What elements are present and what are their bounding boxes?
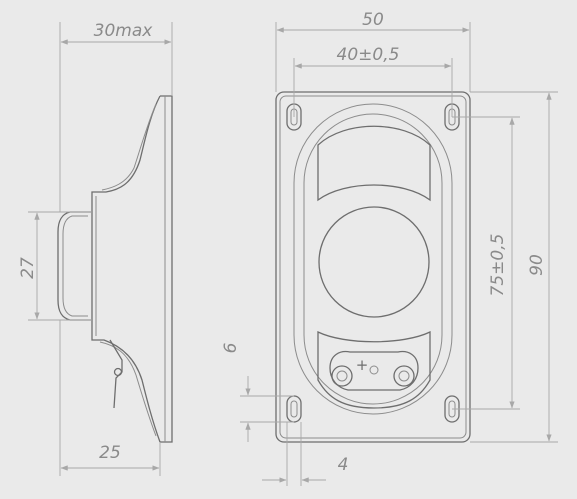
side-view: 30max 27 25 [18, 21, 173, 476]
front-oval-outer [293, 103, 453, 415]
front-top-window [317, 125, 431, 202]
dim-hole-spacing-vertical: 75±0,5 [488, 234, 508, 297]
side-view-basket-bottom [98, 339, 161, 443]
side-view-frame [160, 95, 173, 443]
front-bottom-window [317, 330, 431, 409]
side-view-basket-top [100, 95, 161, 193]
dim-side-base: 25 [99, 443, 121, 463]
dim-hole-spacing-horizontal: 40±0,5 [337, 45, 400, 65]
front-magnet-circle [318, 206, 430, 318]
front-frame-outer [275, 91, 471, 443]
dim-slot-width: 4 [338, 455, 349, 475]
terminal-board [329, 350, 419, 391]
dim-frame-height: 90 [527, 254, 547, 276]
front-view: + 50 40±0,5 90 75±0,5 6 [221, 10, 558, 486]
terminal-right [393, 365, 415, 387]
terminal-left [331, 365, 353, 387]
dim-frame-width: 50 [362, 10, 384, 30]
dim-dome-height: 27 [18, 257, 38, 279]
side-view-dome [57, 211, 92, 321]
dim-slot-length: 6 [221, 342, 241, 353]
terminal-plus-label: + [356, 356, 369, 374]
mount-slot-bottom-left [286, 395, 302, 423]
side-view-magnet [91, 191, 100, 341]
dim-side-depth: 30max [94, 21, 154, 41]
